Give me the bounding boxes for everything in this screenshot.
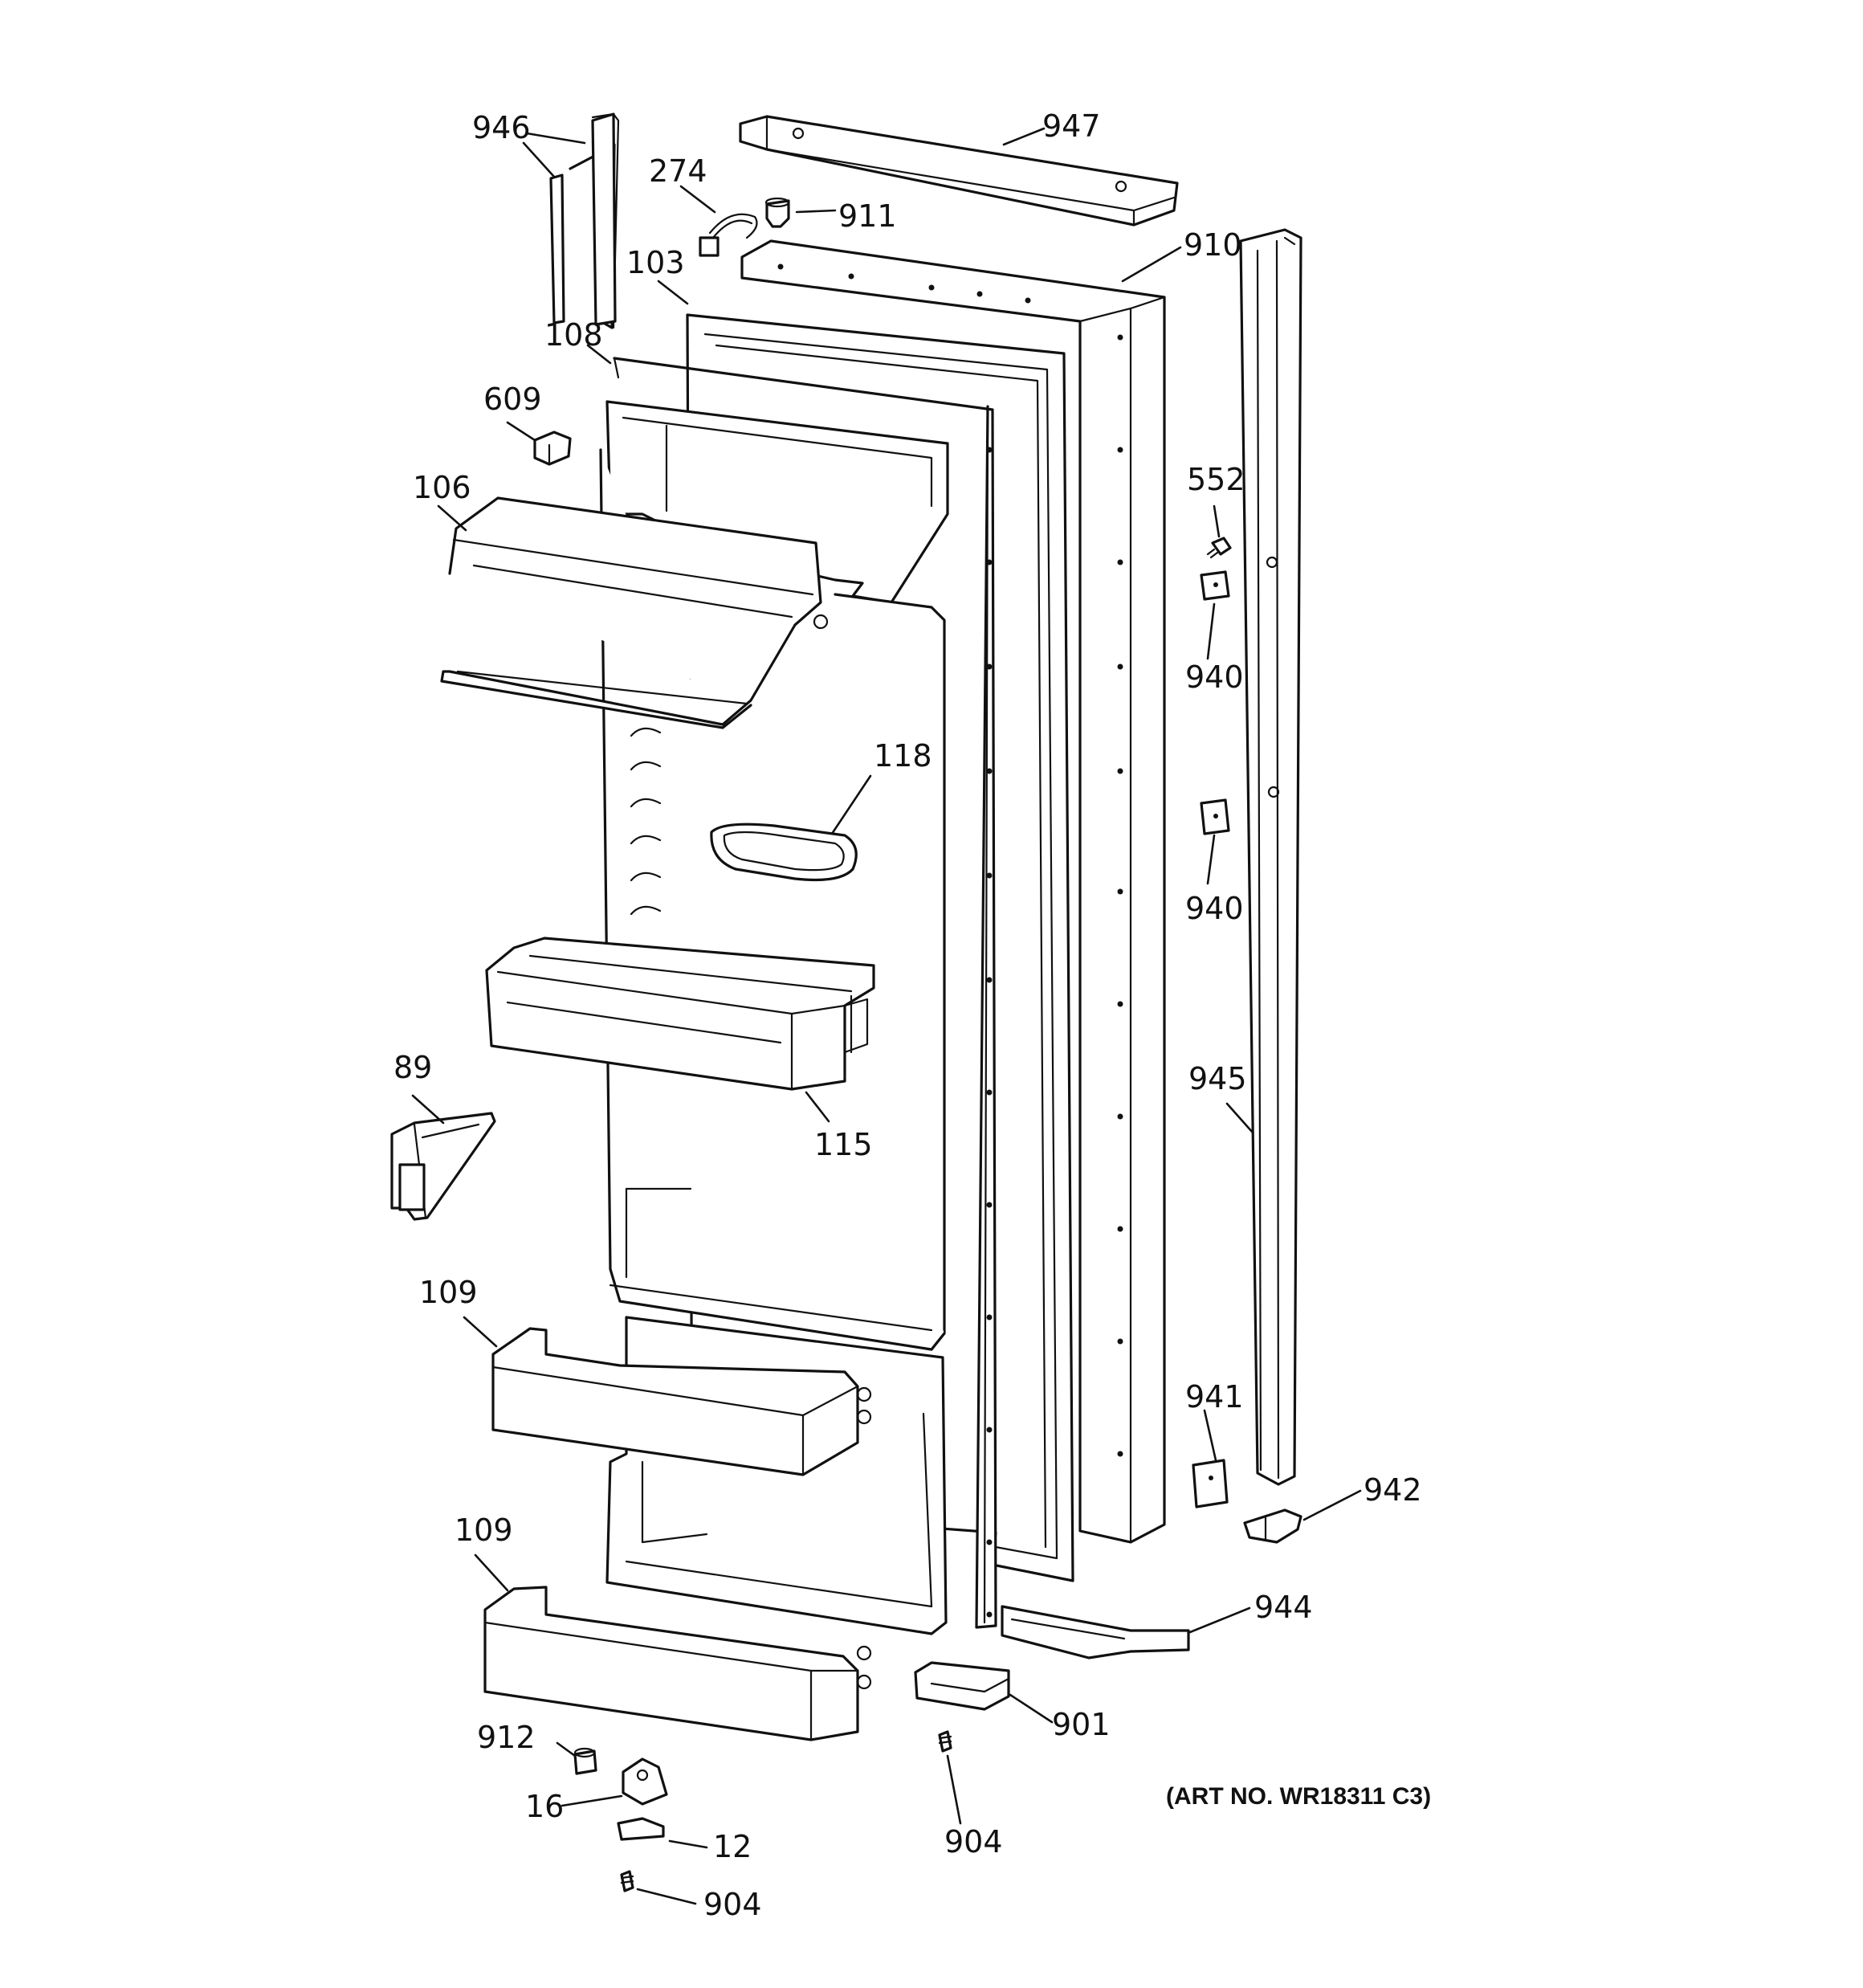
callout-106: 106 xyxy=(413,470,471,505)
callout-118: 118 xyxy=(874,738,932,774)
callout-109-lower: 109 xyxy=(455,1512,513,1548)
part-910-outer-door xyxy=(740,239,1166,1544)
callout-941: 941 xyxy=(1185,1379,1244,1414)
part-12-bracket xyxy=(617,1817,665,1841)
callout-109-upper: 109 xyxy=(419,1275,478,1310)
door-screw-holes xyxy=(777,263,1123,1457)
callout-115: 115 xyxy=(814,1127,873,1162)
part-940-hinge-bracket-lower xyxy=(1200,798,1230,835)
callout-911: 911 xyxy=(838,198,897,234)
liner-edge-holes xyxy=(986,447,993,1618)
part-109-door-bin-lower xyxy=(483,1586,872,1741)
part-940-hinge-bracket-upper xyxy=(1200,570,1230,601)
callout-609: 609 xyxy=(483,382,542,417)
part-108-door-liner xyxy=(613,357,997,1629)
part-904-screw-lower xyxy=(620,1870,634,1892)
part-106-dairy-door xyxy=(440,496,829,729)
callout-labels: 946 947 274 911 910 103 108 609 106 552 … xyxy=(393,108,1422,1922)
callout-940-upper: 940 xyxy=(1185,659,1244,695)
part-941-cam xyxy=(1192,1459,1229,1508)
callout-946: 946 xyxy=(472,110,531,145)
callout-912: 912 xyxy=(477,1720,536,1755)
callout-12: 12 xyxy=(713,1829,752,1864)
callout-904-upper: 904 xyxy=(944,1824,1003,1859)
callout-910: 910 xyxy=(1184,227,1242,263)
callout-552: 552 xyxy=(1187,462,1245,497)
part-109-door-bin-upper xyxy=(491,1327,872,1476)
part-944-bottom-strip xyxy=(1001,1605,1190,1659)
callout-940-lower: 940 xyxy=(1185,891,1244,926)
callout-16: 16 xyxy=(525,1789,564,1824)
part-115-shelf-bin xyxy=(485,937,875,1091)
part-912-bushing xyxy=(573,1747,597,1775)
part-945-trim-strip xyxy=(1239,228,1302,1486)
part-118-egg-tray xyxy=(710,823,858,882)
part-609-switch xyxy=(533,431,572,466)
callout-942: 942 xyxy=(1364,1472,1422,1508)
callout-901: 901 xyxy=(1052,1707,1111,1742)
part-946-trim-strips xyxy=(549,112,620,329)
part-942-cam xyxy=(1243,1508,1302,1544)
callout-108: 108 xyxy=(544,317,603,353)
part-16-bottom-hinge xyxy=(622,1757,668,1806)
art-number: (ART NO. WR18311 C3) xyxy=(1166,1783,1431,1810)
callout-945: 945 xyxy=(1188,1061,1247,1096)
callout-89: 89 xyxy=(393,1050,432,1085)
shelf-rail-ribs xyxy=(630,727,662,916)
callout-274: 274 xyxy=(649,153,707,189)
leader-lines xyxy=(411,127,1362,1905)
part-911-plug xyxy=(764,197,790,228)
part-947-door-top-cap xyxy=(739,115,1179,227)
part-89-light-module xyxy=(390,1112,496,1221)
callout-904-lower: 904 xyxy=(703,1887,762,1922)
callout-947: 947 xyxy=(1042,108,1101,144)
callout-944: 944 xyxy=(1254,1590,1313,1625)
part-901-hinge-cover xyxy=(914,1661,1010,1711)
part-904-screw-upper xyxy=(938,1730,952,1753)
part-552-screw xyxy=(1206,537,1232,559)
callout-103: 103 xyxy=(626,245,685,280)
part-274-wire-harness xyxy=(699,213,758,257)
